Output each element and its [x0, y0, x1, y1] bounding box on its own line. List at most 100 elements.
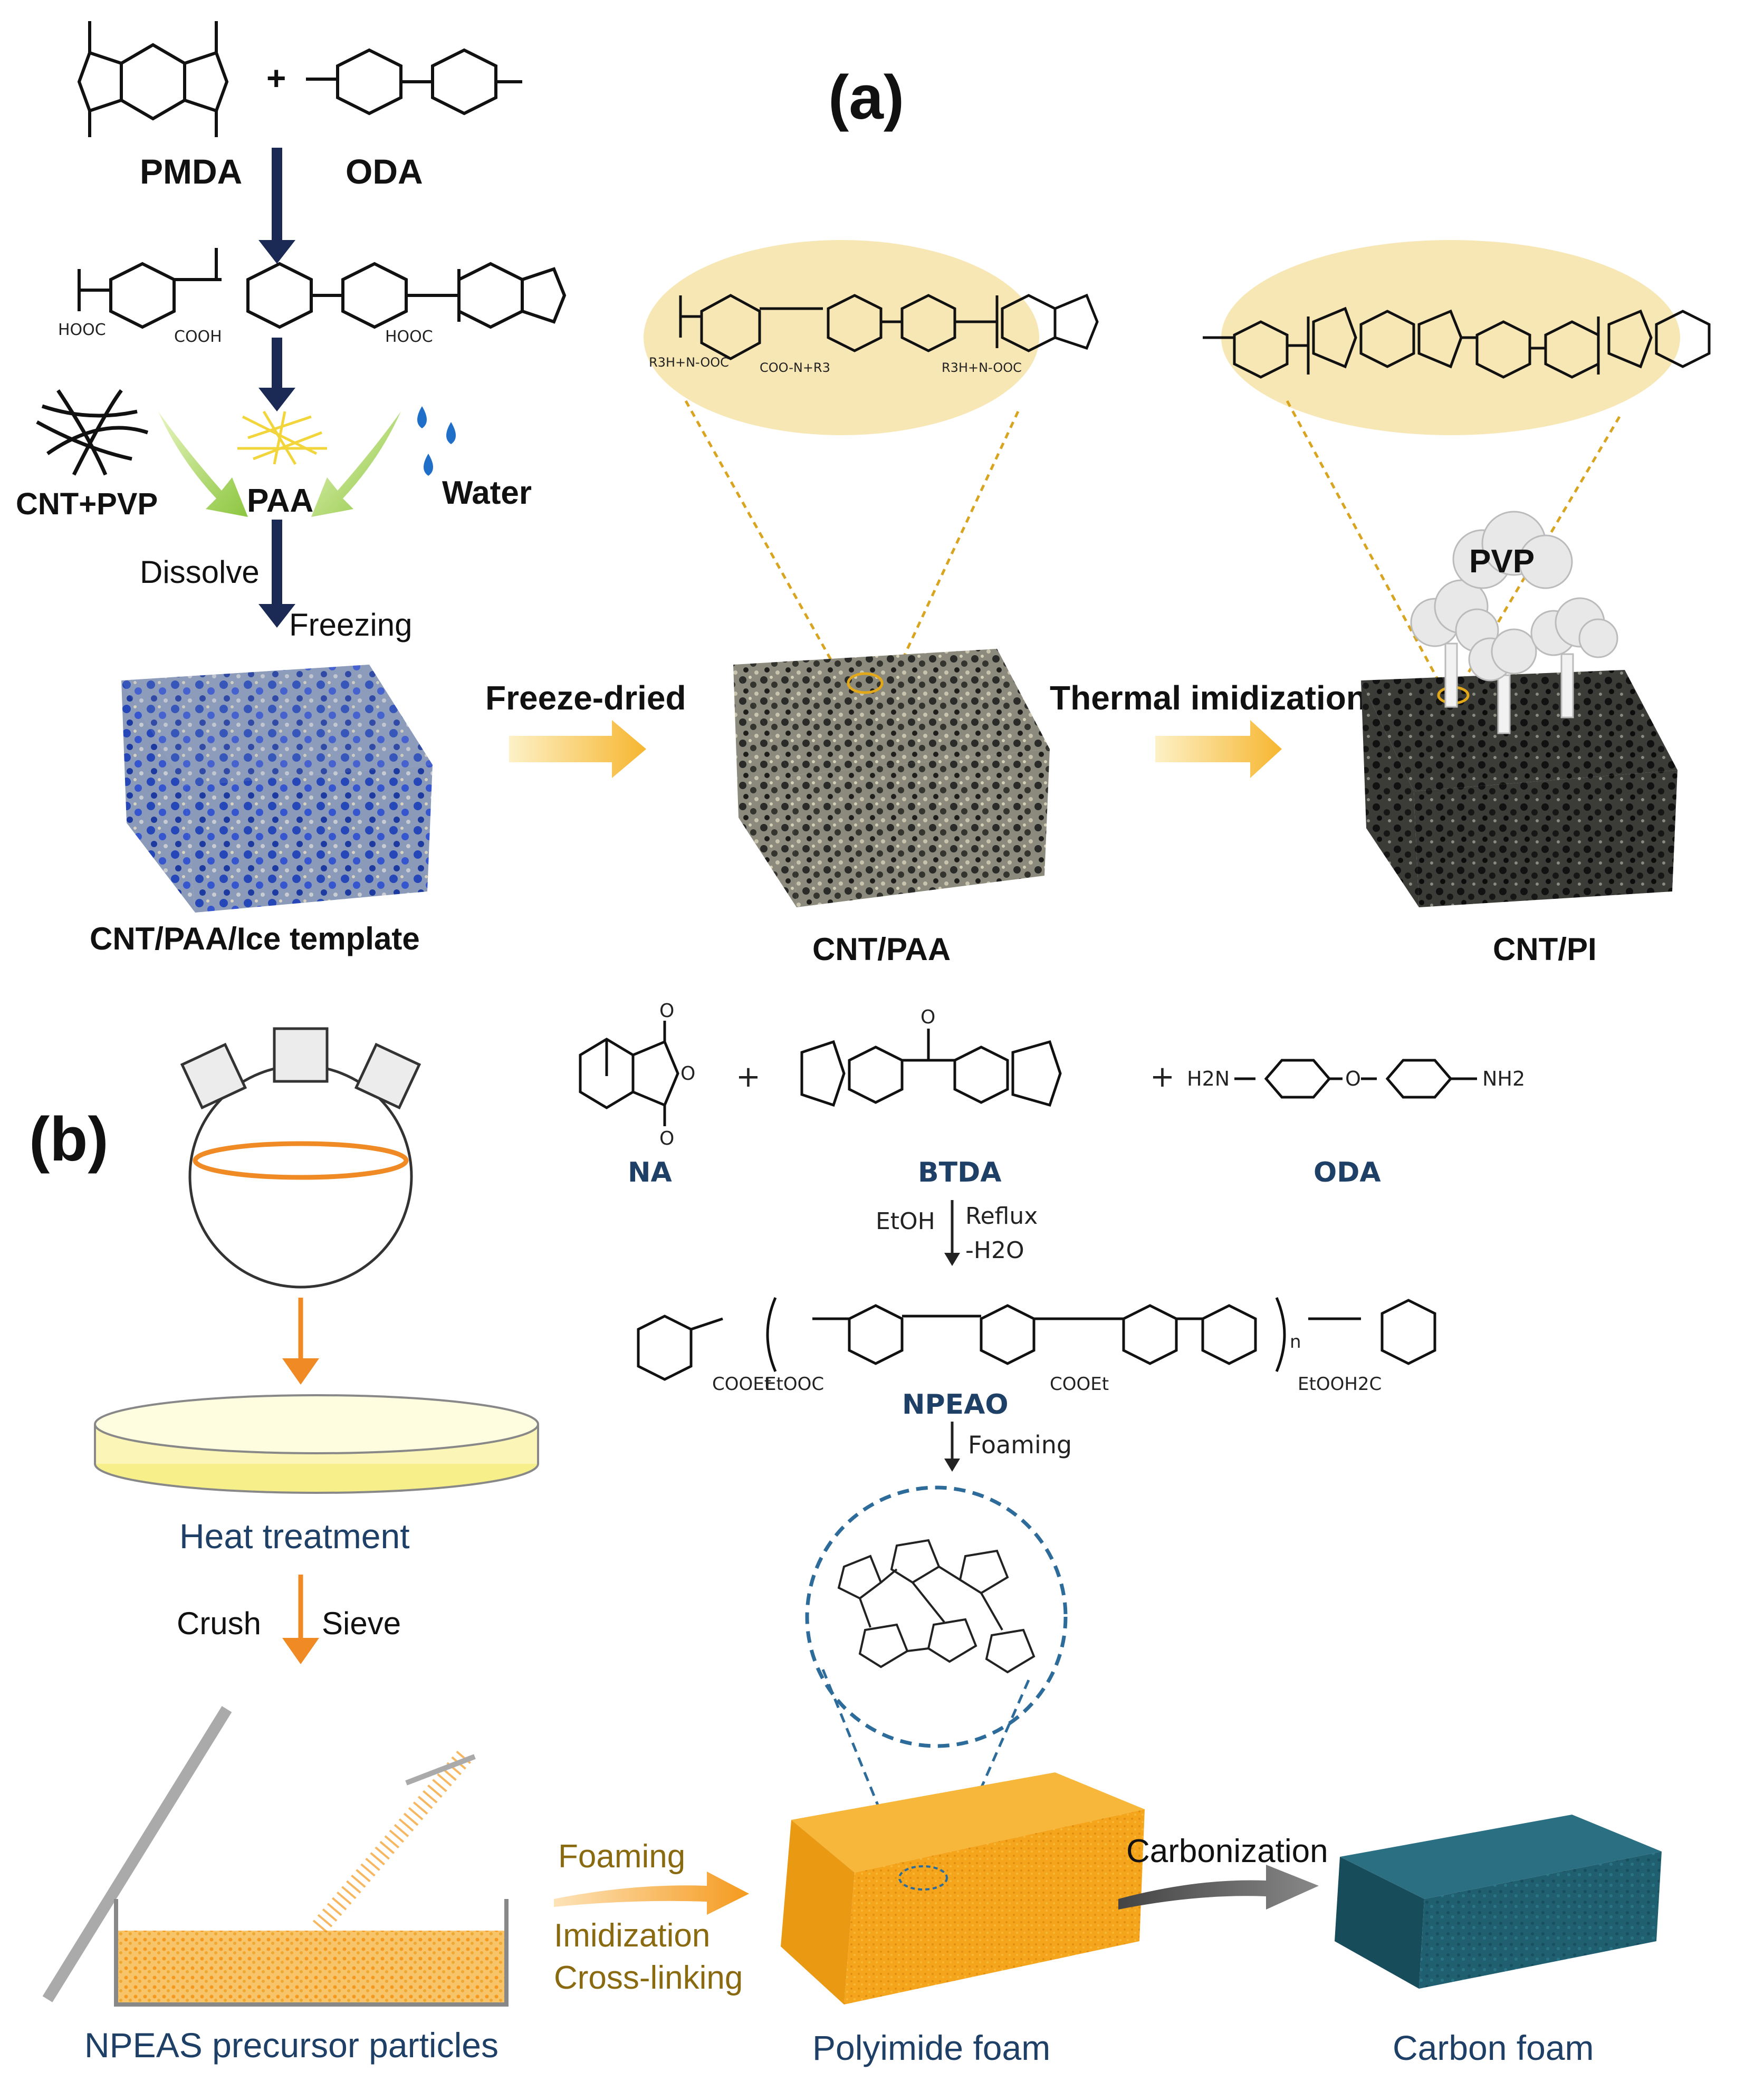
carbonization-label: Carbonization: [1126, 1833, 1328, 1869]
green-arrow-right: [311, 411, 401, 517]
btda-structure: [800, 1029, 1062, 1107]
panel-a: (a) + PMDA ODA: [16, 21, 1711, 967]
dissolve-label: Dissolve: [140, 554, 260, 590]
polyimide-foam-block: [781, 1772, 1145, 2004]
plus-b-2: +: [1150, 1060, 1175, 1094]
imidization-label: Imidization: [554, 1917, 710, 1954]
freeze-dried-label: Freeze-dried: [485, 679, 686, 717]
npeao-cooet-1: COOEt: [712, 1374, 771, 1395]
npeao-cooet-2: COOEt: [1050, 1374, 1109, 1395]
reflux-label: Reflux: [965, 1203, 1038, 1230]
three-neck-flask-icon: [180, 1027, 421, 1289]
paa-fiber-icon: [237, 410, 327, 465]
polyimide-foam-label: Polyimide foam: [812, 2028, 1050, 2067]
oda-structure-b: [1234, 1059, 1477, 1099]
zoom-line-1: [821, 1669, 909, 1878]
water-drops-icon: [417, 406, 456, 476]
sieve-label: Sieve: [322, 1606, 401, 1641]
cnt-pvp-label: CNT+PVP: [16, 487, 158, 521]
orange-arrow-2-head: [282, 1638, 319, 1664]
paa-salt-structure: [679, 293, 1099, 360]
panel-a-tag: (a): [828, 63, 904, 132]
na-o-top: O: [659, 1000, 674, 1022]
salt-text-3: R3H+N-OOC: [942, 360, 1022, 375]
carbon-foam-block: [1335, 1815, 1662, 1989]
foaming-label-v: Foaming: [968, 1431, 1072, 1459]
zoom-circle: [805, 1485, 1068, 1748]
water-label: Water: [442, 475, 532, 511]
h2o-label: -H2O: [965, 1237, 1024, 1264]
particle-tray-icon: [42, 1706, 509, 2007]
cube-cnt-paa-ice: [121, 665, 433, 913]
npeao-n: n: [1290, 1331, 1301, 1353]
freeze-dried-arrow: [509, 720, 646, 778]
arrow-down-1-head: [258, 240, 295, 264]
dotted-line-1a: [684, 400, 846, 684]
cube1-label: CNT/PAA/Ice template: [90, 921, 420, 956]
npeao-label: NPEAO: [902, 1389, 1009, 1421]
paa-cooh: COOH: [174, 328, 222, 346]
npeao-etooc: EtOOC: [765, 1374, 824, 1395]
crush-label: Crush: [177, 1606, 261, 1641]
btda-o: O: [921, 1006, 935, 1028]
pvp-label: PVP: [1469, 543, 1535, 580]
carbonization-arrow: [1118, 1865, 1319, 1910]
na-o-bot: O: [659, 1128, 674, 1149]
na-structure: [579, 1021, 679, 1126]
na-o-mid: O: [680, 1063, 695, 1085]
plus-b-1: +: [736, 1060, 761, 1094]
foaming-label: Foaming: [558, 1838, 685, 1875]
thermal-imidization-label: Thermal imidization: [1050, 679, 1367, 717]
etoh-label: EtOH: [876, 1208, 935, 1235]
foaming-down-arrow-head: [944, 1459, 960, 1472]
na-label: NA: [628, 1157, 672, 1188]
salt-text-1: R3H+N-OOC: [649, 355, 729, 370]
oda-structure-a: [306, 48, 522, 116]
crosslinking-label: Cross-linking: [554, 1960, 743, 1996]
paa-hooc-1: HOOC: [58, 321, 106, 339]
cube2-label: CNT/PAA: [812, 932, 951, 967]
petri-dish-icon: [94, 1394, 539, 1494]
thermal-arrow: [1155, 720, 1282, 778]
oda-nh2: NH2: [1482, 1067, 1525, 1090]
npeao-structure: [637, 1297, 1436, 1381]
foaming-arrow: [554, 1872, 749, 1915]
pi-structure: [1203, 306, 1711, 379]
plus-sign-a: +: [266, 59, 286, 97]
panel-b: (b) Heat treatment Crush Sieve: [29, 1000, 1662, 2067]
dotted-line-1b: [890, 410, 1020, 684]
oda-label-a: ODA: [346, 152, 423, 191]
ellipse-pi: [1221, 240, 1680, 435]
heat-treatment-label: Heat treatment: [179, 1517, 410, 1556]
green-arrow-left: [158, 411, 248, 517]
paa-label: PAA: [247, 483, 313, 519]
precursor-label: NPEAS precursor particles: [84, 2026, 498, 2065]
reflux-arrow-head: [944, 1253, 960, 1266]
pmda-structure: [77, 21, 229, 137]
npeao-etooh2c: EtOOH2C: [1298, 1374, 1382, 1395]
paa-hooc-2: HOOC: [385, 328, 433, 346]
sponge-zoom-ellipse: [898, 1865, 948, 1891]
pmda-label: PMDA: [140, 152, 242, 191]
arrow-down-2-head: [258, 388, 295, 411]
orange-arrow-1-head: [282, 1358, 319, 1385]
zoom-ellipse-1: [847, 672, 884, 694]
ellipse-paa-salt: [644, 240, 1039, 435]
cube-cnt-pi: [1361, 670, 1677, 907]
oda-o: O: [1345, 1067, 1361, 1090]
cube-cnt-paa: [733, 649, 1050, 907]
carbon-foam-label: Carbon foam: [1393, 2028, 1594, 2067]
freezing-label: Freezing: [289, 607, 412, 642]
oda-h2n: H2N: [1187, 1067, 1230, 1090]
arrow-down-3-head: [258, 604, 295, 628]
oda-label-b: ODA: [1314, 1157, 1381, 1188]
dotted-line-2a: [1286, 400, 1447, 695]
panel-b-tag: (b): [29, 1105, 109, 1174]
paa-structure: [78, 248, 567, 329]
crosslinked-network: [837, 1539, 1036, 1674]
salt-text-2: COO-N+R3: [760, 360, 830, 375]
cnt-icon: [36, 389, 149, 476]
btda-label: BTDA: [918, 1157, 1002, 1188]
pvp-smoke-icon: [1410, 511, 1618, 734]
